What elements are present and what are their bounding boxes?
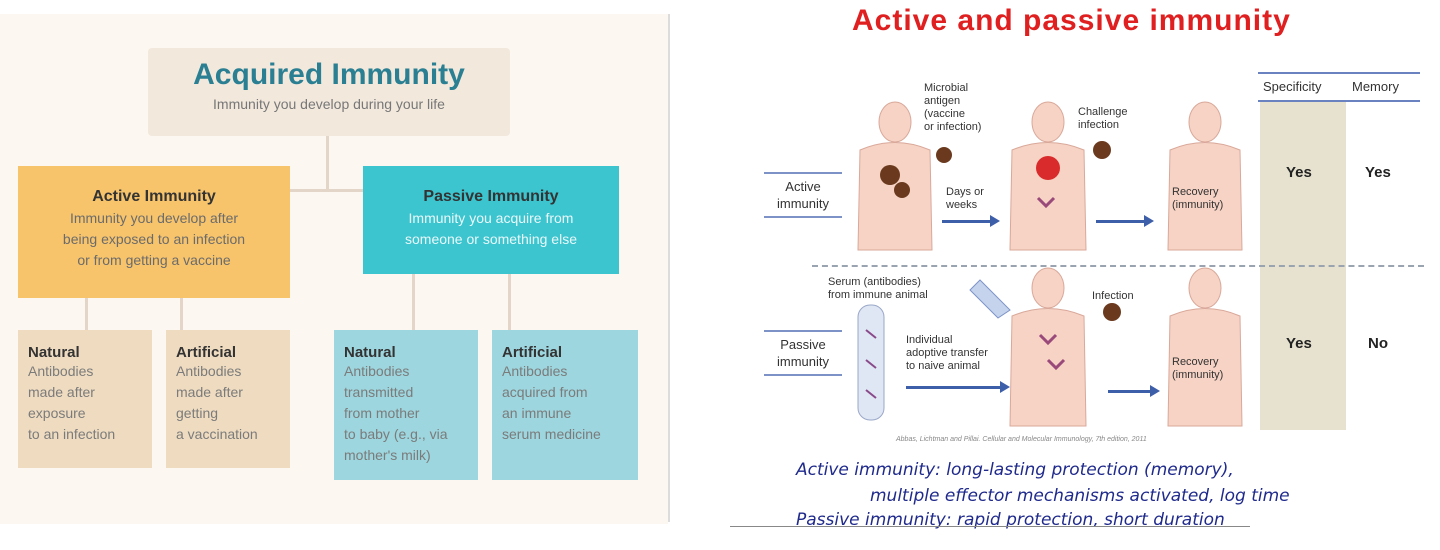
acquired-immunity-box: Acquired Immunity Immunity you develop d… — [148, 48, 510, 136]
active-label-line-bottom — [764, 216, 842, 218]
syringe-icon — [969, 279, 1011, 319]
row-separator — [812, 265, 1424, 267]
label-recovery-passive: Recovery (immunity) — [1172, 356, 1224, 381]
passive-desc: Immunity you acquire from someone or som… — [405, 210, 577, 247]
acquired-subtitle: Immunity you develop during your life — [213, 96, 445, 112]
leaf-title: Natural — [344, 344, 396, 361]
body-head — [878, 101, 912, 143]
microbe-icon — [894, 182, 910, 198]
leaf-desc: Antibodies made after exposure to an inf… — [28, 363, 116, 442]
body-head — [1031, 101, 1065, 143]
header-line-top — [1258, 72, 1420, 74]
passive-label-line-bottom — [764, 374, 842, 376]
passive-memory: No — [1368, 335, 1388, 352]
label-days-weeks: Days or weeks — [946, 186, 984, 211]
connector-horizontal — [290, 189, 363, 192]
active-immunity-box: Active Immunity Immunity you develop aft… — [18, 166, 290, 298]
label-transfer: Individual adoptive transfer to naive an… — [906, 334, 988, 372]
label-infection: Infection — [1092, 290, 1134, 302]
leaf-active-artificial: Artificial Antibodies made after getting… — [166, 330, 290, 468]
active-row-label: Active immunity — [776, 179, 829, 211]
antibody-icon — [1046, 358, 1066, 371]
microbe-icon — [936, 147, 952, 163]
microbe-icon — [880, 165, 900, 185]
leaf-desc: Antibodies acquired from an immune serum… — [502, 363, 601, 442]
note-passive: Passive immunity: rapid protection, shor… — [796, 510, 1225, 530]
body-torso — [1167, 308, 1243, 427]
body-torso — [1009, 142, 1087, 251]
memory-header: Memory — [1352, 79, 1399, 94]
body-torso — [1167, 142, 1243, 251]
body-head — [1031, 267, 1065, 309]
label-recovery-active: Recovery (immunity) — [1172, 186, 1224, 211]
active-specificity: Yes — [1286, 164, 1312, 181]
leaf-title: Natural — [28, 344, 80, 361]
microbe-icon — [1093, 141, 1111, 159]
label-serum: Serum (antibodies) from immune animal — [828, 276, 928, 301]
connector-passive-right — [508, 274, 511, 330]
leaf-active-natural: Natural Antibodies made after exposure t… — [18, 330, 152, 468]
figure-title: Active and passive immunity — [852, 4, 1291, 37]
body-head — [1188, 101, 1222, 143]
antibody-icon — [865, 329, 877, 339]
connector-active-right — [180, 298, 183, 330]
leaf-passive-natural: Natural Antibodies transmitted from moth… — [334, 330, 478, 480]
active-memory: Yes — [1365, 164, 1391, 181]
antibody-icon — [1036, 196, 1056, 209]
immunity-illustration — [857, 101, 1243, 427]
acquired-title: Acquired Immunity — [193, 58, 465, 91]
leaf-desc: Antibodies transmitted from mother to ba… — [344, 363, 448, 463]
body-torso — [1009, 308, 1087, 427]
passive-immunity-box: Passive Immunity Immunity you acquire fr… — [363, 166, 619, 274]
microbe-icon — [1103, 303, 1121, 321]
note-active: Active immunity: long-lasting protection… — [796, 460, 1234, 480]
body-torso — [857, 142, 933, 251]
infection-icon — [1036, 156, 1060, 180]
active-desc: Immunity you develop after being exposed… — [62, 210, 246, 268]
passive-specificity: Yes — [1286, 335, 1312, 352]
arrow-transfer — [906, 381, 1010, 393]
antibody-icon — [865, 389, 877, 399]
arrow-days — [942, 215, 1000, 227]
note-mechanisms: multiple effector mechanisms activated, … — [870, 486, 1290, 506]
label-challenge-infection: Challenge infection — [1078, 106, 1128, 131]
antibody-icon — [865, 359, 877, 369]
connector-passive-left — [412, 274, 415, 330]
active-label-line-top — [764, 172, 842, 174]
connector-root-down — [326, 136, 329, 190]
antibody-icon — [1038, 333, 1058, 346]
bottom-rule — [730, 526, 1250, 527]
active-title: Active Immunity — [92, 188, 216, 205]
passive-title: Passive Immunity — [423, 188, 559, 205]
arrow-recovery-passive — [1108, 385, 1160, 397]
passive-label-line-top — [764, 330, 842, 332]
leaf-title: Artificial — [176, 344, 237, 361]
serum-tube-icon — [857, 304, 885, 421]
passive-row-label: Passive immunity — [776, 337, 829, 369]
leaf-passive-artificial: Artificial Antibodies acquired from an i… — [492, 330, 638, 480]
connector-active-left — [85, 298, 88, 330]
header-line-bottom — [1258, 100, 1420, 102]
leaf-desc: Antibodies made after getting a vaccinat… — [176, 363, 258, 442]
citation: Abbas, Lichtman and Pillai. Cellular and… — [896, 436, 1147, 443]
arrow-recovery-active — [1096, 215, 1154, 227]
panel-divider — [668, 14, 670, 522]
leaf-title: Artificial — [502, 344, 563, 361]
specificity-header: Specificity — [1263, 79, 1322, 94]
body-head — [1188, 267, 1222, 309]
label-microbial-antigen: Microbial antigen (vaccine or infection) — [924, 82, 982, 133]
